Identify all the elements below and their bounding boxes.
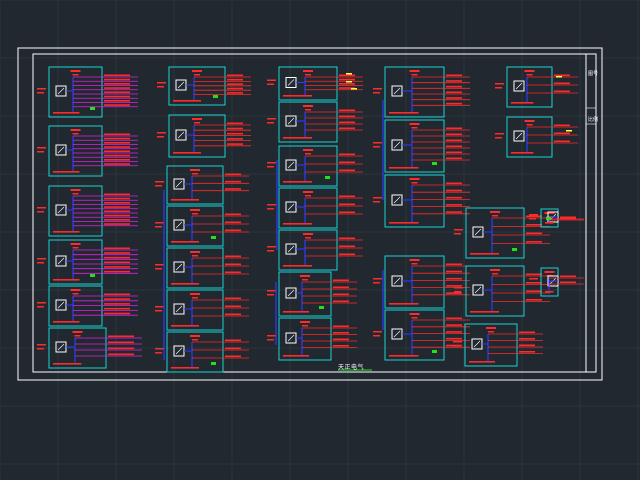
panel-3	[37, 185, 138, 237]
panel-2	[37, 125, 138, 177]
panel-25	[373, 309, 470, 361]
panel-22	[373, 119, 470, 173]
panel-12	[155, 289, 249, 331]
panel-18	[267, 229, 363, 271]
panel-30	[453, 323, 543, 367]
drawing-title: 天正电气	[338, 364, 365, 371]
panel-11	[155, 247, 249, 289]
panel-19	[267, 271, 357, 317]
panel-24	[373, 255, 470, 309]
panel-27	[495, 116, 578, 158]
panel-32	[529, 267, 584, 297]
panel-4	[37, 239, 138, 285]
panel-9	[155, 165, 249, 205]
schematic-panels	[37, 66, 584, 373]
panel-20	[267, 317, 357, 361]
panel-8	[157, 114, 251, 158]
panel-26	[495, 66, 578, 108]
panel-17	[267, 187, 363, 229]
panel-1	[37, 66, 138, 118]
panel-28	[454, 207, 550, 259]
title-block-stamp-top: 图号	[588, 71, 599, 77]
title-block-stamp-mid: 比例	[588, 117, 599, 123]
panel-14	[267, 66, 363, 101]
panel-7	[157, 66, 251, 106]
panel-23	[373, 174, 470, 228]
panel-15	[267, 101, 363, 143]
panel-31	[529, 208, 584, 228]
panel-21	[373, 66, 470, 118]
panel-10	[155, 205, 249, 247]
drawing-frame	[17, 47, 603, 381]
panel-5	[37, 285, 138, 327]
panel-13	[155, 331, 249, 373]
panel-6	[37, 327, 142, 369]
panel-16	[267, 145, 363, 187]
